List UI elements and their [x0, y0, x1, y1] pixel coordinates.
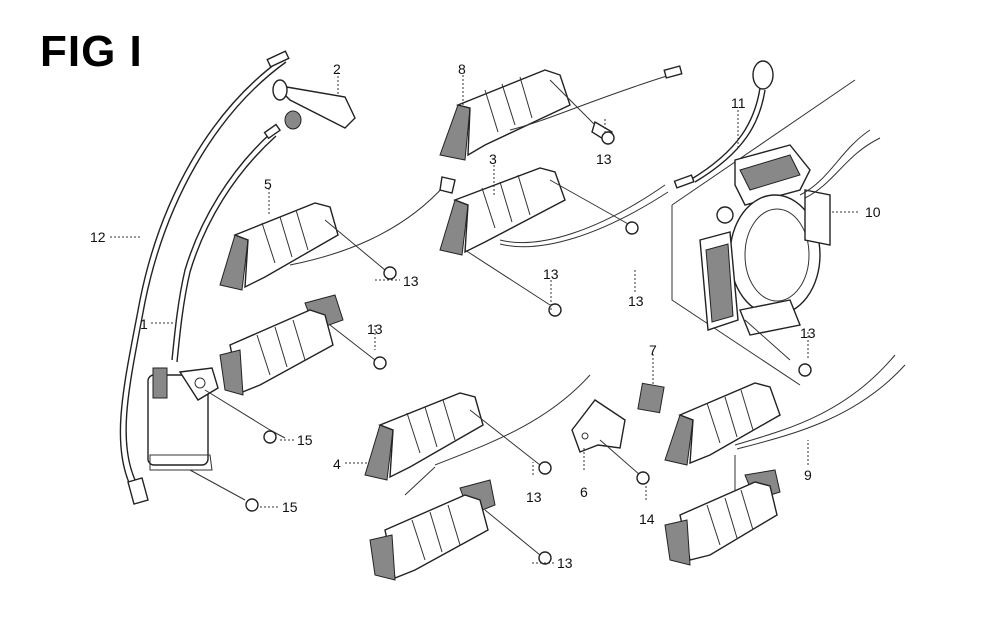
- coil-top-8: [439, 65, 683, 161]
- callout-13: 13: [526, 489, 542, 505]
- callout-2: 2: [333, 61, 341, 77]
- callout-11: 11: [731, 95, 746, 111]
- callout-9: 9: [804, 467, 812, 483]
- coil-pair-9-lower: [664, 469, 781, 566]
- bracket-6: [571, 399, 650, 485]
- callout-13: 13: [800, 325, 816, 341]
- figure-title: FIG I: [40, 27, 143, 76]
- coil-left-5: [219, 176, 456, 291]
- callout-13: 13: [628, 293, 644, 309]
- stator-assembly-10: [671, 79, 881, 386]
- coil-center-3: [439, 167, 669, 317]
- callout-15: 15: [282, 499, 298, 515]
- coil-left-lower: [219, 294, 387, 396]
- callout-13: 13: [596, 151, 612, 167]
- leader-lines: [110, 75, 809, 564]
- callout-4: 4: [333, 456, 341, 472]
- callout-14: 14: [639, 511, 655, 527]
- callout-7: 7: [649, 342, 657, 358]
- hv-lead-part: [171, 123, 282, 363]
- lead-wire-11: [673, 60, 774, 189]
- callout-13: 13: [543, 266, 559, 282]
- callout-12: 12: [90, 229, 106, 245]
- coil-pair-4: [364, 374, 591, 496]
- ground-wire-part: [119, 50, 290, 505]
- callout-15: 15: [297, 432, 313, 448]
- coil-pair-4-lower: [369, 479, 552, 581]
- callout-8: 8: [458, 61, 466, 77]
- ignition-coil-part: [147, 367, 286, 512]
- callout-13: 13: [557, 555, 573, 571]
- callout-1: 1: [140, 316, 148, 332]
- callout-10: 10: [865, 204, 881, 220]
- callout-6: 6: [580, 484, 588, 500]
- clip-7: [637, 382, 665, 414]
- callout-13: 13: [367, 321, 383, 337]
- coil-pair-9: [664, 354, 906, 495]
- spark-plug-cap-part: [272, 72, 356, 130]
- callout-3: 3: [489, 151, 497, 167]
- callout-5: 5: [264, 176, 272, 192]
- callout-13: 13: [403, 273, 419, 289]
